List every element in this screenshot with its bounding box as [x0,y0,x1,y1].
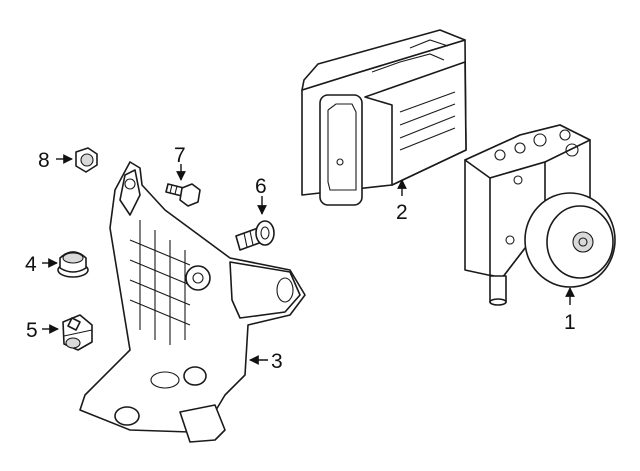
grommet-part [57,251,89,278]
stud-bolt-part [235,220,275,251]
nut-part [75,147,98,173]
callout-1: 1 [564,311,576,334]
callout-3: 3 [271,350,283,373]
control-module-part [301,29,467,206]
mounting-bracket-part [79,161,306,443]
callout-2: 2 [396,201,408,224]
abs-hydraulic-unit-part [464,124,616,306]
bolt-part [165,183,201,207]
clip-part [62,314,93,351]
callout-4: 4 [25,253,37,276]
callout-7: 7 [174,144,186,167]
callout-5: 5 [26,319,38,342]
callout-8: 8 [38,149,50,172]
callout-6: 6 [255,175,267,198]
